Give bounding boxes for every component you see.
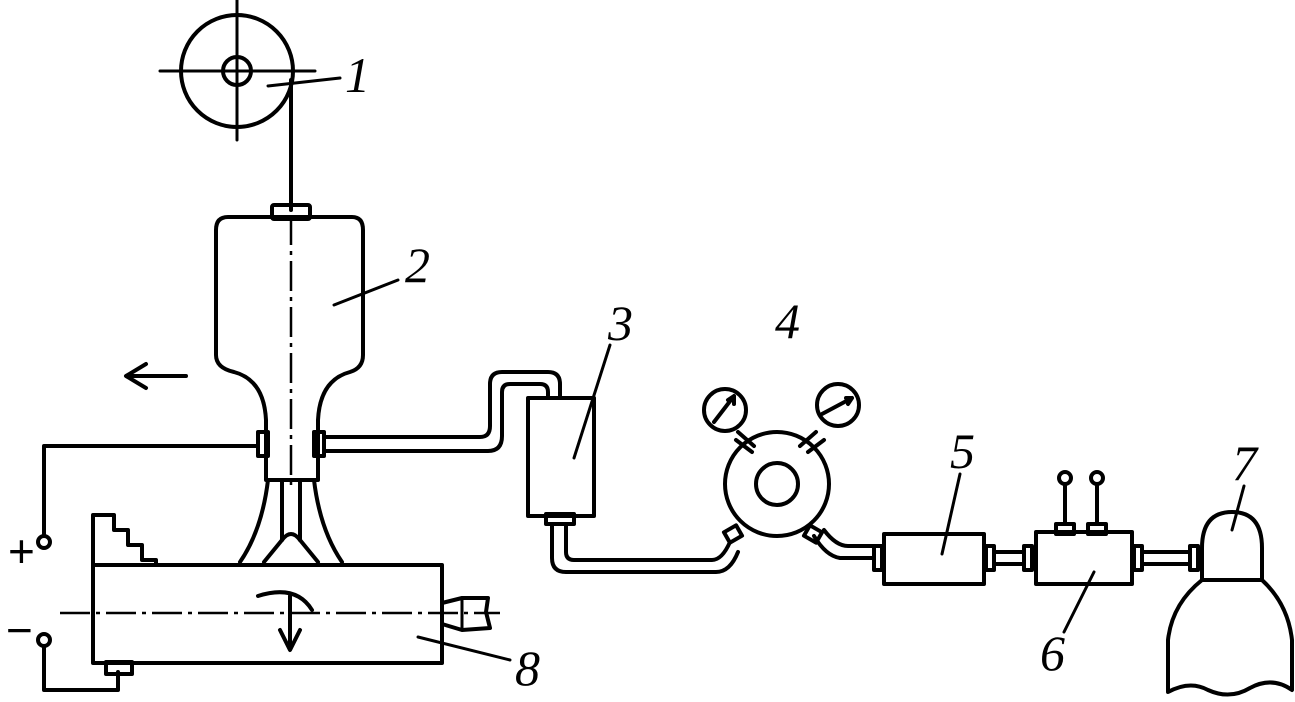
leader-7	[1230, 484, 1246, 532]
terminal-minus: −	[6, 604, 33, 656]
label-7: 7	[1232, 435, 1259, 491]
travel-direction-arrow-icon	[124, 362, 188, 390]
leader-1	[266, 76, 342, 88]
leader-3	[572, 343, 612, 460]
label-6: 6	[1040, 625, 1065, 681]
pressure-regulator	[702, 382, 861, 545]
wire-spool	[158, 0, 317, 212]
electrical-circuit	[36, 444, 260, 692]
label-5: 5	[950, 423, 975, 479]
leader-2	[332, 278, 400, 307]
flowmeter	[526, 396, 596, 526]
welding-torch	[214, 203, 365, 564]
gauge-left-icon	[702, 387, 748, 433]
gauge-right-icon	[815, 382, 861, 428]
leader-6	[1062, 570, 1096, 634]
workpiece	[60, 513, 500, 665]
leader-8	[416, 635, 512, 662]
gas-cylinder	[1166, 510, 1294, 697]
label-1: 1	[345, 47, 370, 103]
terminal-plus: +	[8, 525, 35, 577]
label-2: 2	[405, 237, 430, 293]
label-4: 4	[775, 293, 800, 349]
label-8: 8	[515, 640, 540, 696]
gas-valve	[1022, 470, 1144, 586]
leader-5	[940, 472, 962, 556]
label-3: 3	[607, 295, 633, 351]
gas-heater	[872, 532, 996, 586]
